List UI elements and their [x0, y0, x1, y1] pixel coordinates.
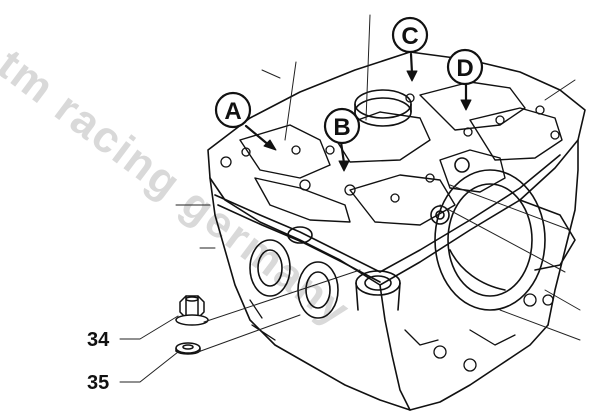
leader-lines	[175, 14, 581, 341]
callout-B-label: B	[333, 114, 350, 141]
callout-D-label: D	[456, 55, 473, 82]
exhaust-ports	[249, 226, 339, 319]
flange-nut	[175, 295, 209, 326]
part-number-34: 34	[87, 329, 110, 351]
callout-C-circle	[391, 16, 429, 54]
callout-A-label: A	[224, 98, 241, 125]
lower-bosses	[249, 293, 554, 372]
part-leaders	[119, 269, 361, 383]
callout-D-circle	[446, 48, 484, 86]
cylinder-head-body	[207, 51, 586, 411]
callout-A-circle	[214, 91, 252, 129]
callout-arrows	[244, 52, 472, 172]
callout-B-circle	[323, 107, 361, 145]
callout-B: B	[323, 107, 361, 145]
callout-A: A	[214, 91, 252, 129]
callout-D: D	[446, 48, 484, 86]
callout-C: C	[391, 16, 429, 54]
cam-chain-tunnel	[430, 157, 576, 311]
part-number-35: 35	[87, 372, 109, 394]
spark-plug-well	[355, 270, 401, 311]
valve-bucket	[354, 89, 412, 127]
washer	[175, 342, 201, 355]
callout-C-label: C	[401, 23, 418, 50]
deck-bolt-bosses	[220, 93, 560, 203]
